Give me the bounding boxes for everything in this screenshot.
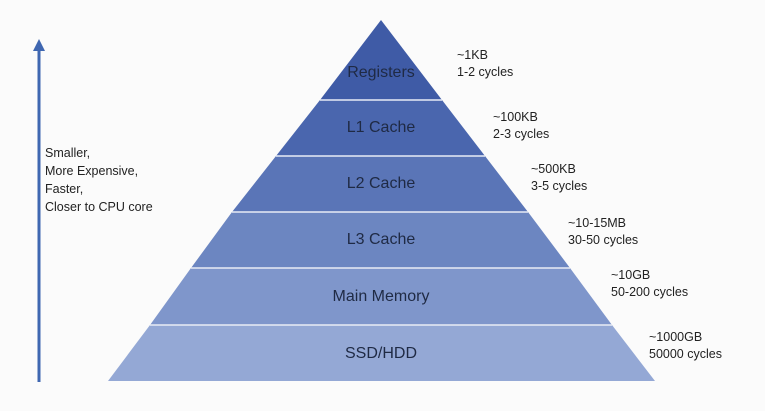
size-value: ~1KB: [457, 48, 488, 62]
size-value: ~100KB: [493, 110, 538, 124]
direction-description: Smaller, More Expensive, Faster, Closer …: [45, 144, 153, 216]
level-note-registers: ~1KB 1-2 cycles: [457, 47, 513, 81]
latency-value: 50-200 cycles: [611, 285, 689, 299]
level-label-registers: Registers: [347, 64, 415, 81]
level-label-ssd-hdd: SSD/HDD: [344, 345, 417, 362]
level-label-main-memory: Main Memory: [332, 288, 430, 305]
direction-text-line: Smaller,: [45, 146, 91, 160]
level-note-ssd-hdd: ~1000GB 50000 cycles: [649, 329, 722, 363]
latency-value: 1-2 cycles: [457, 65, 514, 79]
latency-value: 3-5 cycles: [531, 179, 588, 193]
size-value: ~10-15MB: [568, 216, 627, 230]
size-value: ~500KB: [531, 162, 576, 176]
direction-text-line: Faster,: [45, 182, 84, 196]
direction-text-line: Closer to CPU core: [45, 200, 153, 214]
level-band-0: [320, 20, 442, 100]
level-label-l3-cache: L3 Cache: [346, 231, 416, 248]
size-value: ~1000GB: [649, 330, 703, 344]
level-band-1: [276, 100, 485, 156]
level-label-l1-cache: L1 Cache: [346, 119, 416, 136]
level-band-2: [232, 156, 528, 212]
level-band-4: [150, 268, 612, 325]
latency-value: 30-50 cycles: [568, 233, 639, 247]
level-note-l2-cache: ~500KB 3-5 cycles: [531, 161, 587, 195]
level-label-l2-cache: L2 Cache: [346, 175, 416, 192]
level-note-l1-cache: ~100KB 2-3 cycles: [493, 109, 549, 143]
level-band-3: [191, 212, 570, 268]
latency-value: 2-3 cycles: [493, 127, 550, 141]
size-value: ~10GB: [611, 268, 651, 282]
level-note-main-memory: ~10GB 50-200 cycles: [611, 267, 688, 301]
level-band-5: [108, 325, 655, 381]
latency-value: 50000 cycles: [649, 347, 722, 361]
direction-arrow-head: [33, 39, 45, 51]
level-note-l3-cache: ~10-15MB 30-50 cycles: [568, 215, 638, 249]
direction-text-line: More Expensive,: [45, 164, 139, 178]
